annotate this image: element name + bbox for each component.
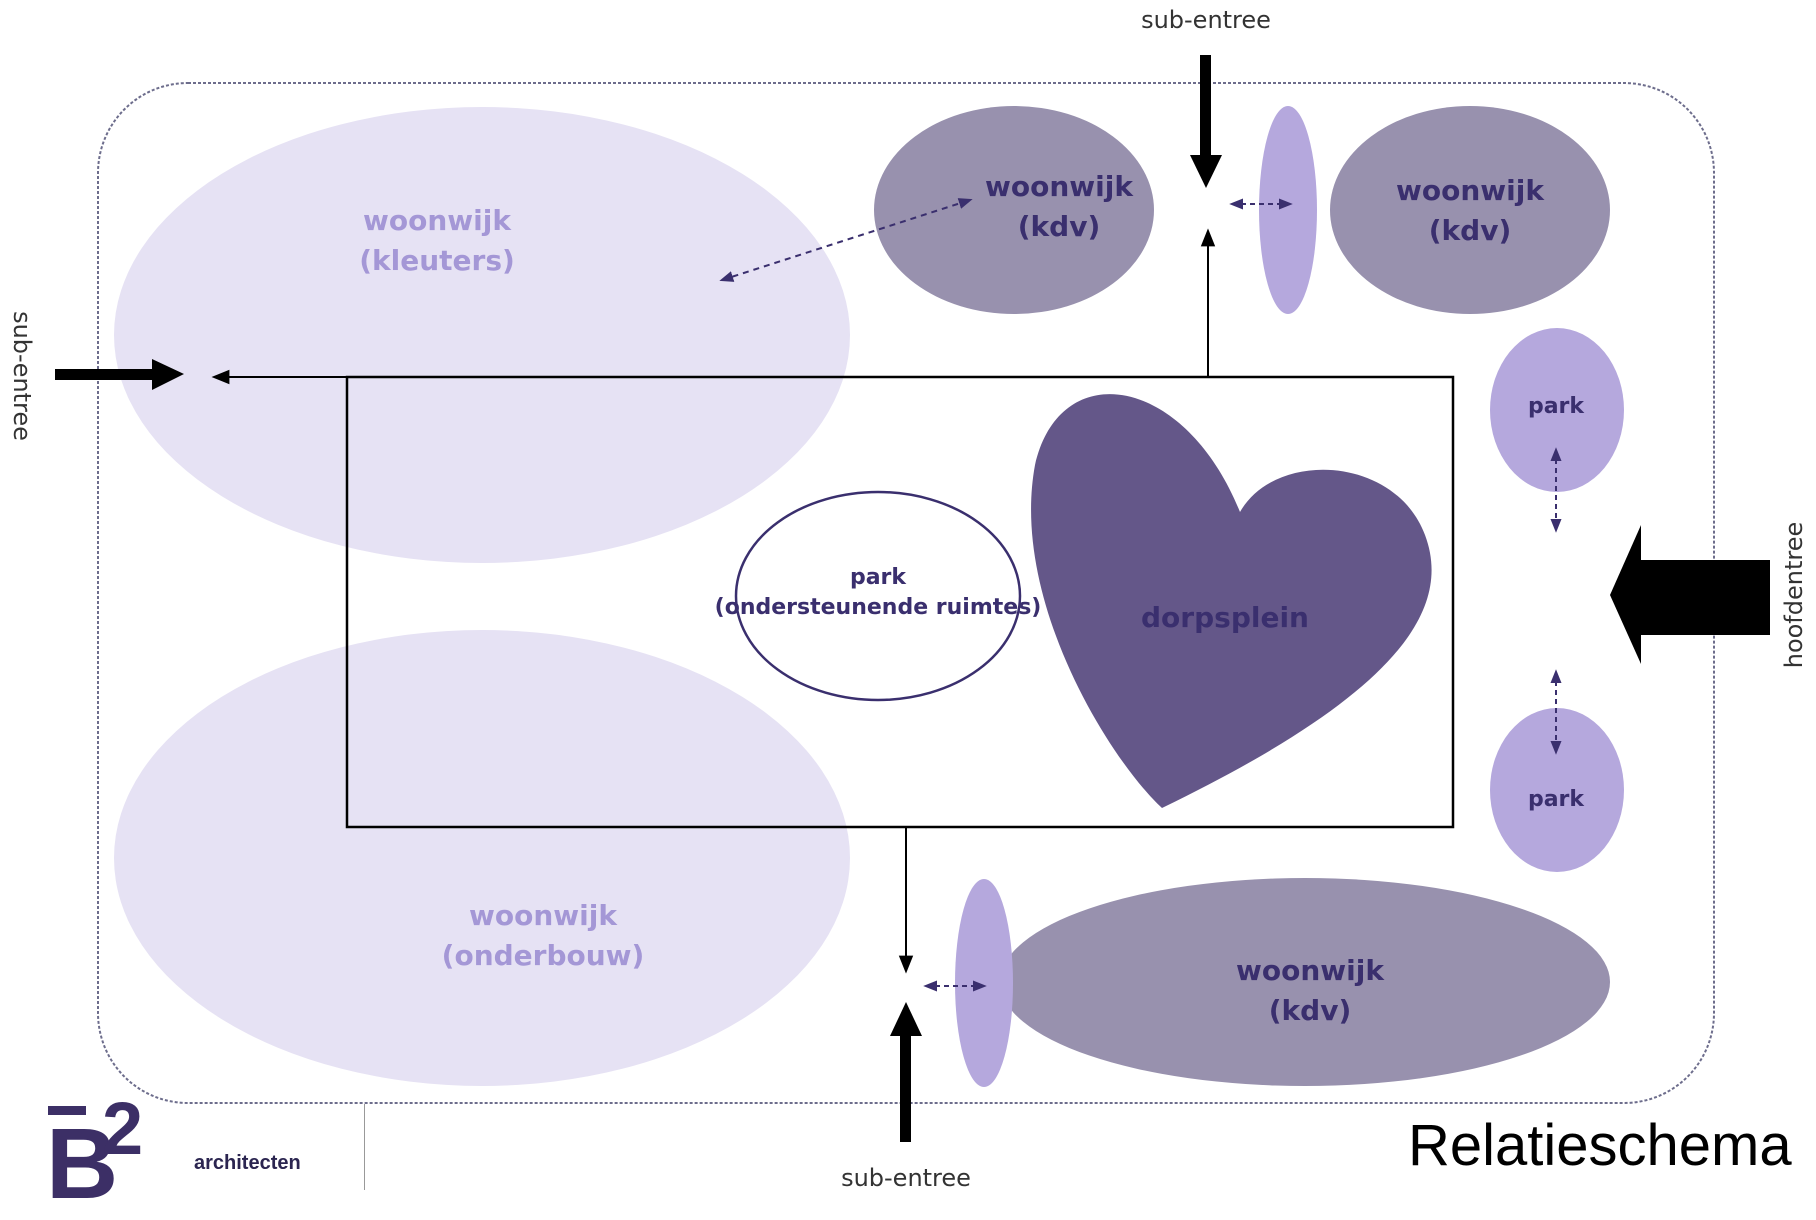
label-park-center-line2: (ondersteunende ruimtes) bbox=[715, 595, 1042, 620]
label-onderbouw-line1: woonwijk bbox=[469, 899, 618, 932]
logo-superscript: 2 bbox=[102, 1087, 144, 1170]
logo-divider bbox=[364, 1104, 365, 1190]
label-kdv-bottom-line1: woonwijk bbox=[1236, 954, 1385, 987]
label-kleuters-line2: (kleuters) bbox=[359, 244, 515, 277]
entrance-arrow-bottom bbox=[890, 1002, 922, 1142]
diagram-canvas: woonwijk (kleuters) woonwijk (onderbouw)… bbox=[8, 6, 1808, 1192]
label-entrance-left: sub-entree bbox=[8, 311, 36, 441]
connector-ellipse-top bbox=[1259, 106, 1317, 314]
connector-ellipse-bottom bbox=[955, 879, 1013, 1087]
zone-onderbouw bbox=[114, 630, 850, 1086]
park-right-top-shape bbox=[1490, 328, 1624, 492]
park-center-shape bbox=[734, 490, 1022, 702]
zone-kdv-bottom bbox=[1000, 878, 1610, 1086]
label-park-right-bottom: park bbox=[1528, 787, 1585, 812]
label-dorpsplein: dorpsplein bbox=[1141, 601, 1309, 634]
label-onderbouw-line2: (onderbouw) bbox=[442, 939, 645, 972]
label-entrance-top: sub-entree bbox=[1141, 6, 1271, 34]
zone-kdv-top-right bbox=[1330, 106, 1610, 314]
relationship-diagram: woonwijk (kleuters) woonwijk (onderbouw)… bbox=[8, 6, 1808, 1192]
entrance-arrow-left bbox=[55, 359, 184, 390]
label-kdv-top-right-line2: (kdv) bbox=[1429, 214, 1512, 247]
label-kdv-top-left-line1: woonwijk bbox=[985, 170, 1134, 203]
label-entrance-right: hoofdentree bbox=[1780, 522, 1808, 669]
page-title: Relatieschema bbox=[1408, 1113, 1792, 1178]
park-right-bottom-shape bbox=[1490, 708, 1624, 872]
zone-kleuters bbox=[114, 107, 850, 563]
entrance-arrow-top bbox=[1190, 55, 1222, 188]
logo-bar bbox=[48, 1106, 86, 1115]
label-park-center-line1: park bbox=[850, 565, 907, 590]
zone-kdv-top-left bbox=[874, 106, 1154, 314]
label-kdv-bottom-line2: (kdv) bbox=[1269, 994, 1352, 1027]
label-kleuters-line1: woonwijk bbox=[363, 204, 512, 237]
dorpsplein-heart bbox=[1031, 394, 1432, 808]
label-park-right-top: park bbox=[1528, 394, 1585, 419]
logo: B 2 architecten bbox=[40, 1087, 380, 1215]
label-kdv-top-right-line1: woonwijk bbox=[1396, 174, 1545, 207]
entrance-arrow-right bbox=[1610, 525, 1770, 664]
logo-name: architecten bbox=[194, 1152, 301, 1174]
label-kdv-top-left-line2: (kdv) bbox=[1018, 210, 1101, 243]
label-entrance-bottom: sub-entree bbox=[841, 1164, 971, 1190]
central-area bbox=[345, 375, 1455, 829]
